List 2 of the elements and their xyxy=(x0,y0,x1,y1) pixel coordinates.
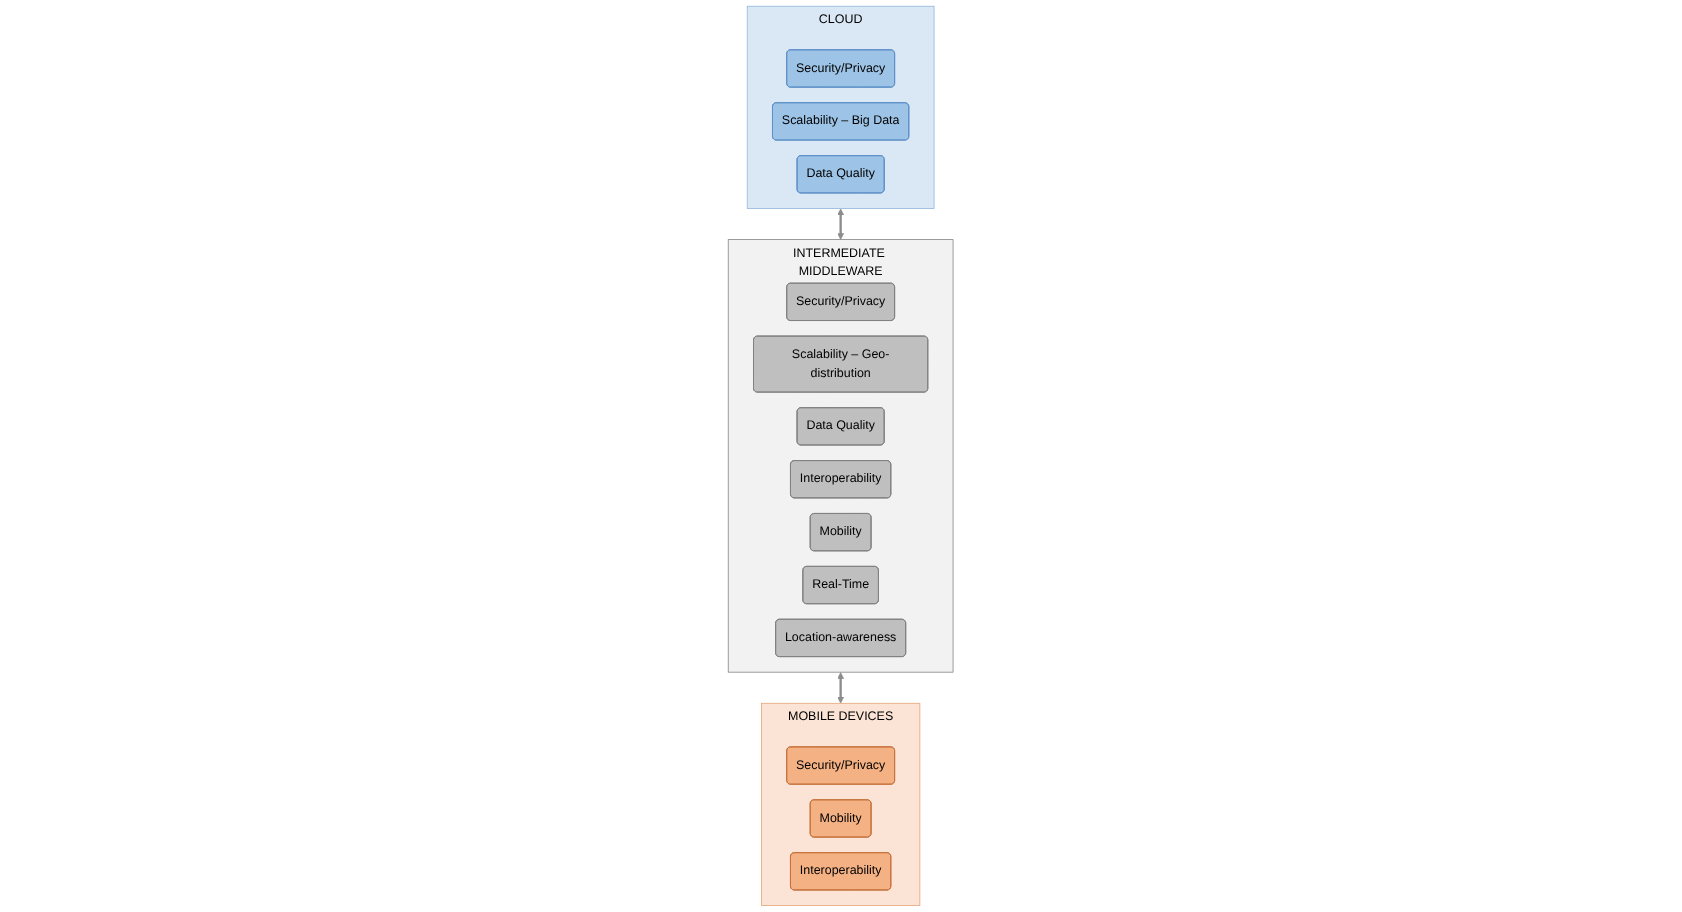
arrow xyxy=(837,672,845,704)
arrow xyxy=(837,208,845,240)
